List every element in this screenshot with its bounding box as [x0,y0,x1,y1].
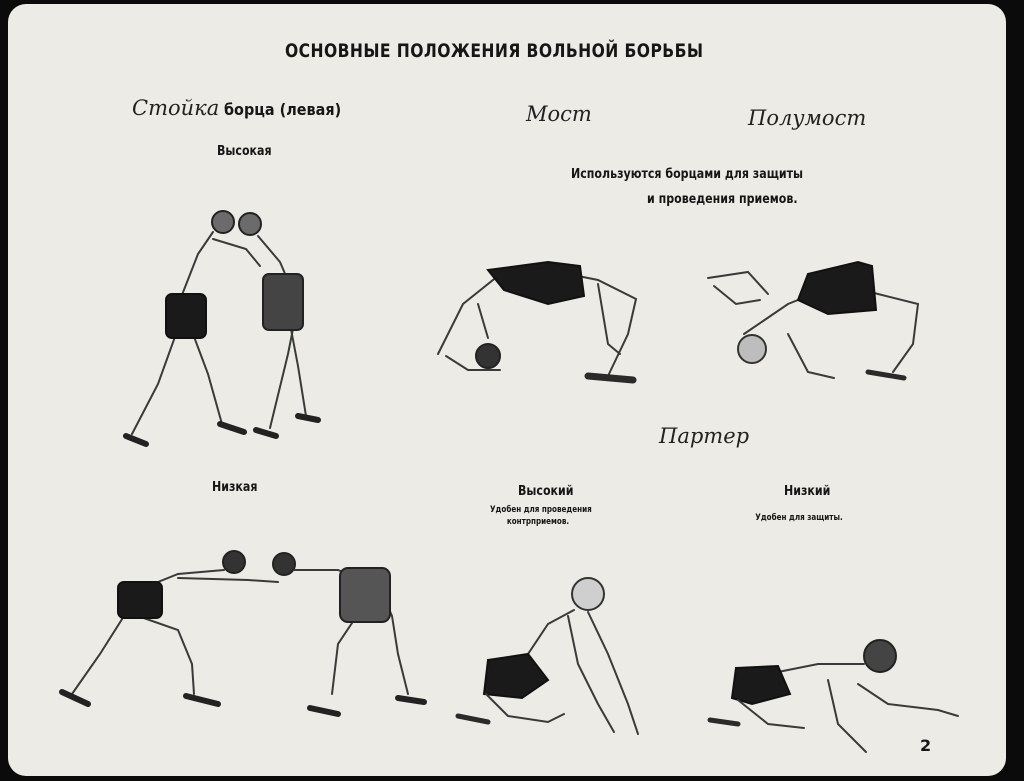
singlet [482,652,550,700]
parter-low-note: Удобен для защиты. [755,513,843,523]
high-parter-illustration [455,577,639,735]
half-bridge-illustration [707,260,920,381]
high-stance-illustration [123,210,321,447]
head [222,550,246,574]
singlet [262,273,304,331]
stance-heading-rest: борца (левая) [224,100,342,119]
stance-high-label: Высокая [217,144,272,159]
parter-high-note-line2: контрприемов. [506,517,570,527]
singlet [339,567,391,623]
stance-heading-italic: Стойка [132,96,220,120]
head [475,343,501,369]
head [571,577,605,611]
stance-low-label: Низкая [212,480,258,495]
page-title: ОСНОВНЫЕ ПОЛОЖЕНИЯ ВОЛЬНОЙ БОРЬБЫ [285,40,704,62]
head [211,210,235,234]
bridge-illustration [437,260,638,384]
parter-high-note-line1: Удобен для проведения [490,505,592,515]
head [238,212,262,236]
parter-high-label: Высокий [518,484,574,499]
singlet [165,293,207,339]
singlet [486,260,586,306]
bridge-note-line2: и проведения приемов. [647,192,798,207]
singlet [117,581,163,619]
parter-heading: Партер [659,424,750,448]
slide-frame: ОСНОВНЫЕ ПОЛОЖЕНИЯ ВОЛЬНОЙ БОРЬБЫ Стойка… [8,4,1006,776]
parter-low-label: Низкий [784,484,831,499]
head [272,552,296,576]
stance-heading: Стойка борца (левая) [132,96,355,120]
low-stance-illustration [59,550,427,717]
singlet [796,260,878,316]
bridge-note-line1: Используются борцами для защиты [571,167,804,182]
half-bridge-label: Полумост [748,106,867,130]
bridge-label: Мост [526,102,592,126]
low-parter-illustration [707,639,959,753]
singlet [730,664,792,706]
head [863,639,897,673]
parter-high-note: Удобен для проведения контрприемов. [490,504,592,528]
head [737,334,767,364]
page-number: 2 [920,736,932,755]
